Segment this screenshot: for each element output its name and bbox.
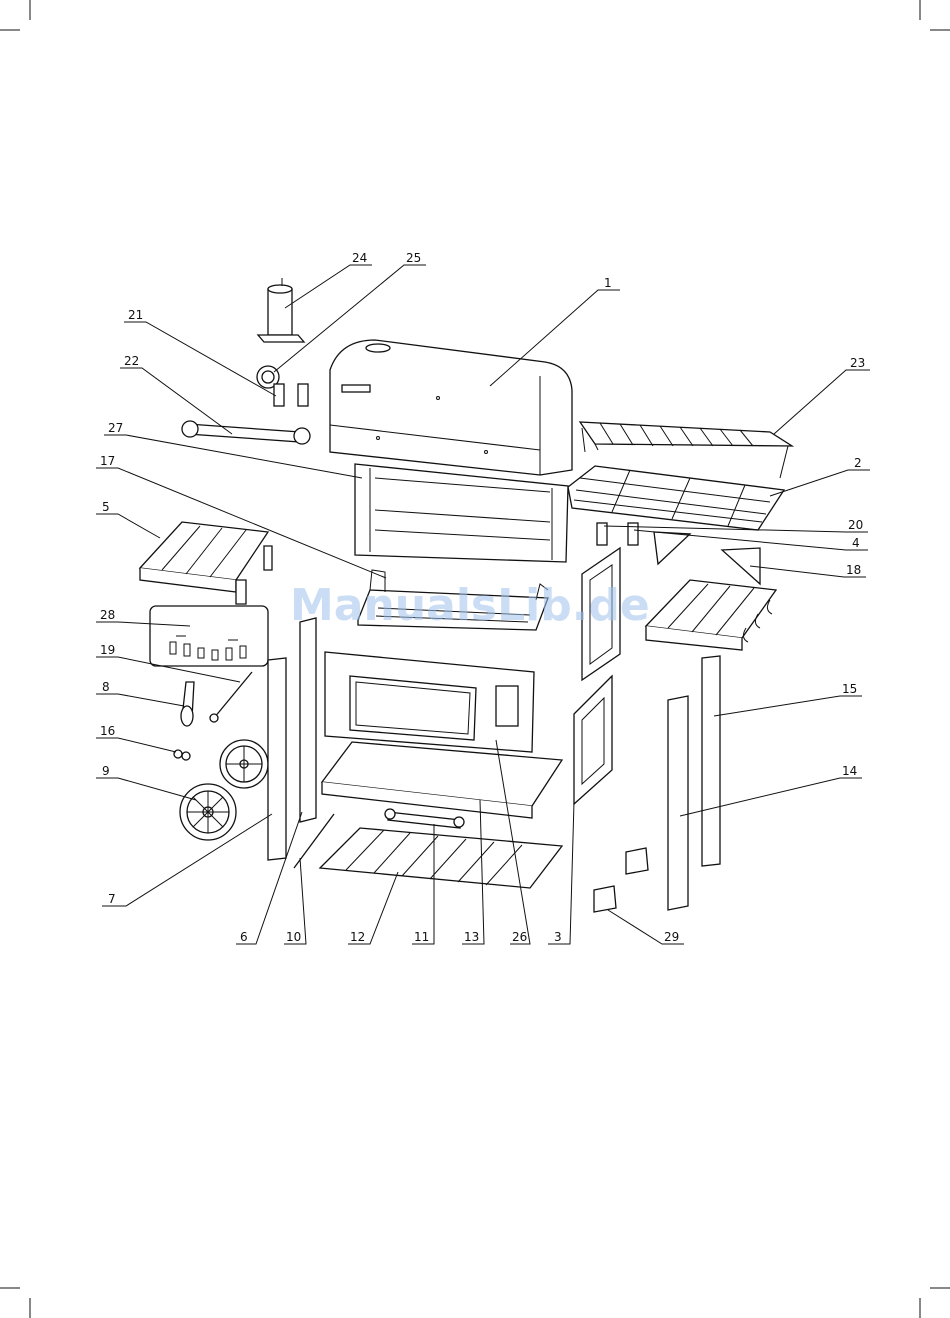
- part-1-lid: [330, 340, 572, 475]
- callout-16: 16: [100, 724, 115, 738]
- part-24-chimney: [258, 278, 304, 342]
- callout-4: 4: [852, 536, 860, 550]
- part-14-leg: [668, 696, 688, 910]
- part-22-lid-handle: [182, 421, 310, 444]
- callout-22: 22: [124, 354, 139, 368]
- callout-27: 27: [108, 421, 123, 435]
- part-15-leg: [702, 656, 720, 866]
- callout-7: 7: [108, 892, 116, 906]
- callout-18: 18: [846, 563, 861, 577]
- part-19-rod: [210, 672, 252, 722]
- part-29-feet: [594, 848, 648, 912]
- callout-25: 25: [406, 251, 421, 265]
- callout-5: 5: [102, 500, 110, 514]
- callout-20: 20: [848, 518, 863, 532]
- part-3-side-panel-lower: [574, 676, 612, 804]
- part-12-bottom-shelf: [320, 828, 562, 888]
- watermark: ManualsLib.de: [290, 580, 650, 631]
- callout-24: 24: [352, 251, 367, 265]
- callout-12: 12: [350, 930, 365, 944]
- part-13-ash-drawer: [322, 742, 562, 818]
- callout-23: 23: [850, 356, 865, 370]
- callout-17: 17: [100, 454, 115, 468]
- callout-3: 3: [554, 930, 562, 944]
- part-4-plate: [654, 532, 690, 564]
- part-5-left-shelf: [140, 522, 272, 604]
- part-2-cooking-grate: [568, 466, 784, 530]
- callout-9: 9: [102, 764, 110, 778]
- callout-11: 11: [414, 930, 429, 944]
- callout-29: 29: [664, 930, 679, 944]
- callout-14: 14: [842, 764, 857, 778]
- part-7-leg: [268, 658, 286, 860]
- part-26-front-panel: [325, 652, 534, 752]
- part-8-igniter: [181, 682, 194, 726]
- part-6-leg: [300, 618, 316, 822]
- part-16-knobs: [174, 750, 190, 760]
- callout-6: 6: [240, 930, 248, 944]
- callout-28: 28: [100, 608, 115, 622]
- callout-21: 21: [128, 308, 143, 322]
- callout-26: 26: [512, 930, 527, 944]
- callout-19: 19: [100, 643, 115, 657]
- callout-1: 1: [604, 276, 612, 290]
- callout-10: 10: [286, 930, 301, 944]
- part-28-control-panel: [150, 606, 268, 666]
- part-21-brackets: [274, 384, 308, 406]
- callout-13: 13: [464, 930, 479, 944]
- part-27-firebox: [355, 464, 568, 562]
- part-11-drawer-handle: [385, 809, 464, 828]
- callout-8: 8: [102, 680, 110, 694]
- callout-15: 15: [842, 682, 857, 696]
- part-right-shelf: [646, 580, 776, 650]
- callout-2: 2: [854, 456, 862, 470]
